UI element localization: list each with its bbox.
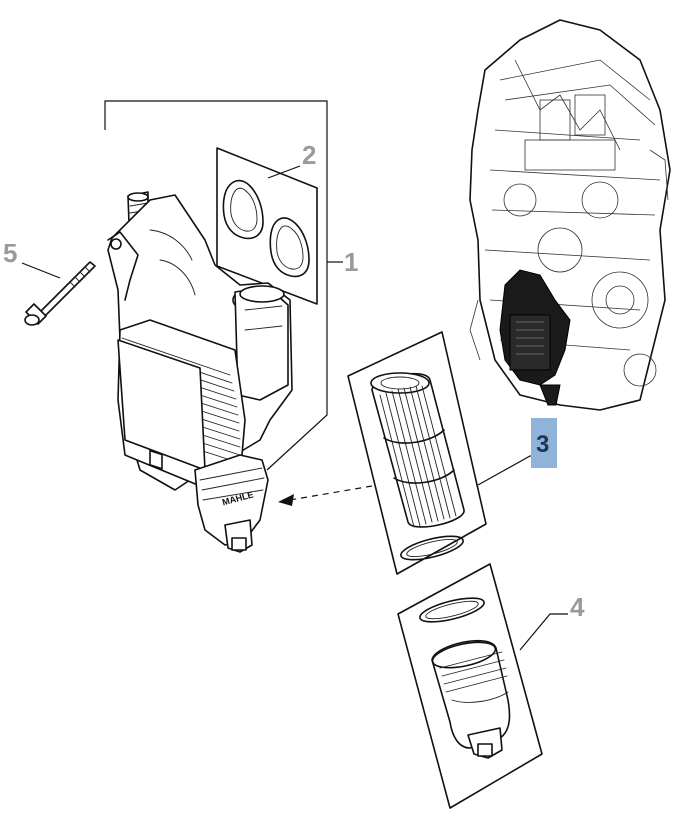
callout-3-highlight [531, 418, 557, 468]
assembly-arrow [278, 485, 373, 506]
oil-filter-housing: MAHLE [107, 191, 293, 553]
filter-cover-panel [397, 563, 568, 809]
callout-5: 5 [3, 238, 17, 268]
bolt [21, 261, 96, 326]
gasket-panel [216, 147, 318, 305]
callout-4: 4 [570, 592, 585, 622]
assembly-bracket [104, 100, 343, 471]
engine-assembly [469, 19, 671, 411]
filter-element-panel [347, 331, 548, 575]
callout-2: 2 [302, 140, 316, 170]
callout-1: 1 [344, 247, 358, 277]
callout-labels: 1 2 5 4 3 [3, 140, 585, 622]
callout-3: 3 [536, 431, 549, 458]
